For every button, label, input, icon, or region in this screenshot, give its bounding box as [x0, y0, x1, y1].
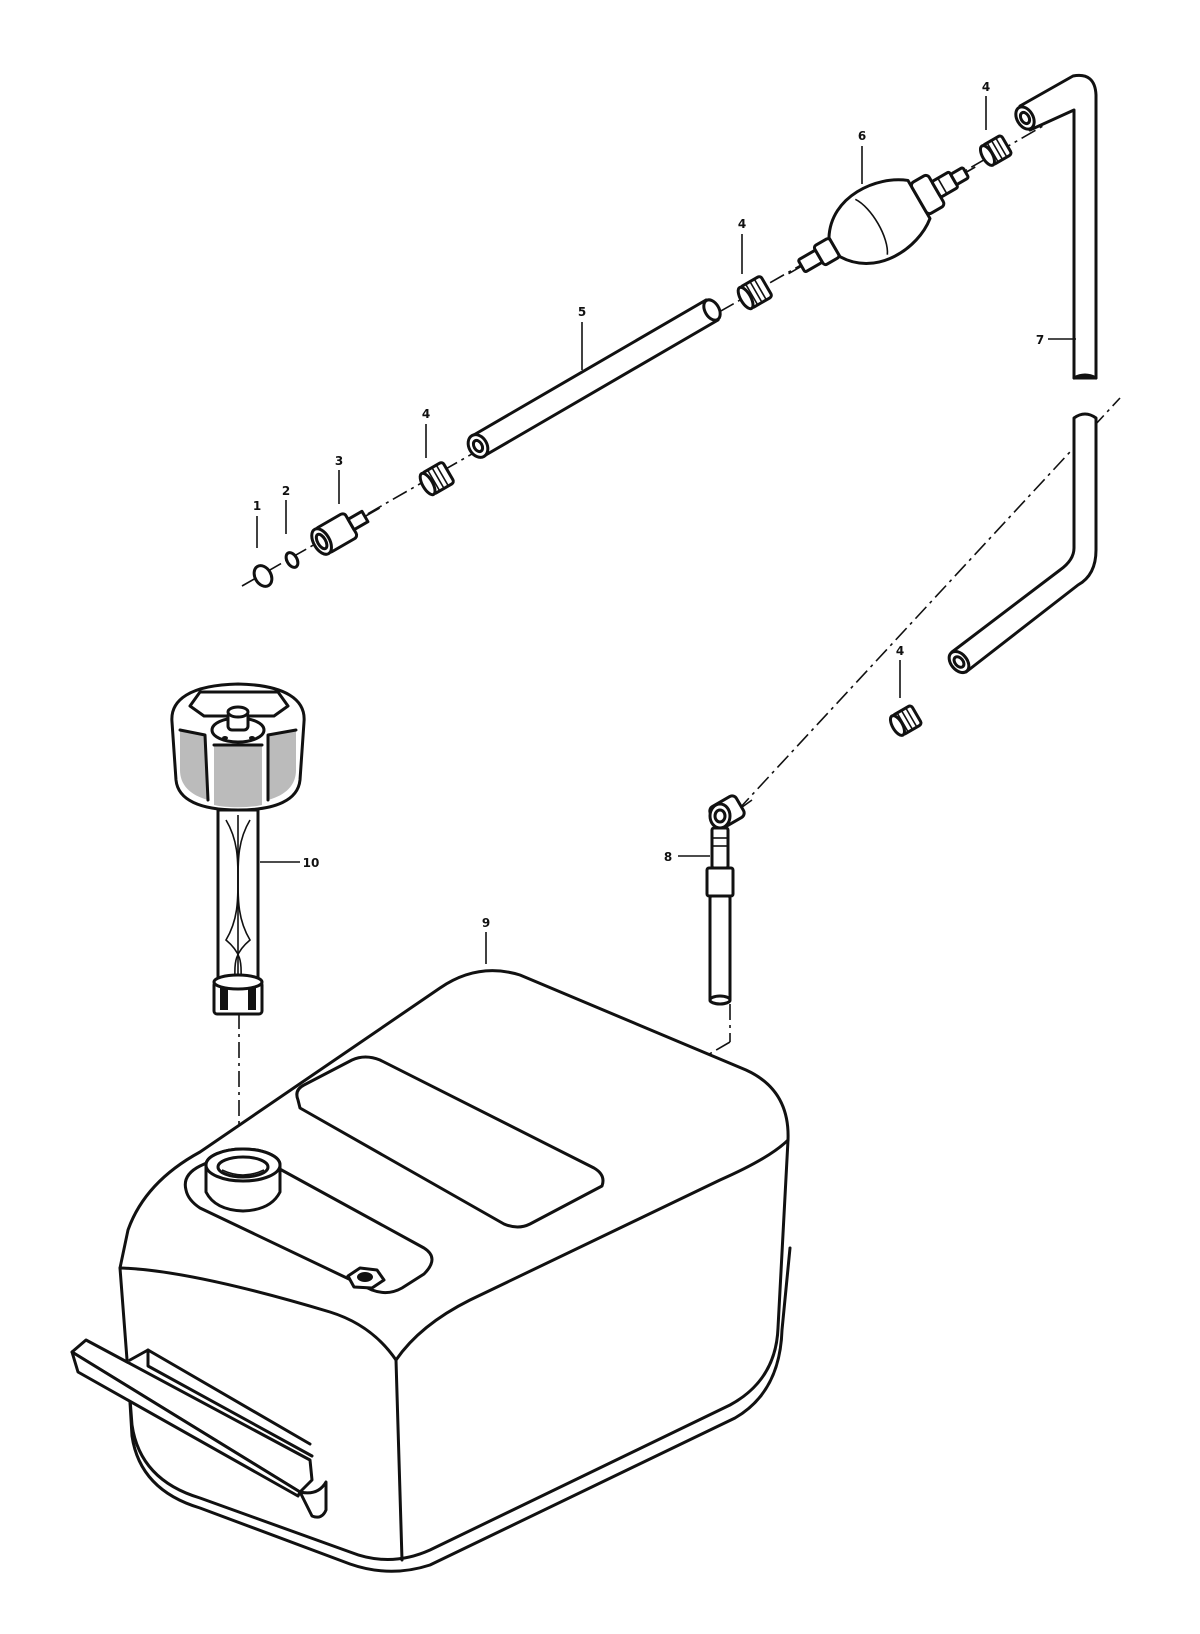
- callout-4-c: 4: [982, 80, 990, 94]
- callout-10: 10: [303, 856, 320, 870]
- callout-5: 5: [578, 305, 586, 319]
- callout-4-a: 4: [422, 407, 430, 421]
- callout-1: 1: [253, 499, 261, 513]
- primer-bulb: [788, 166, 976, 275]
- fuel-pickup-tube: [705, 794, 753, 1006]
- hose-clamp-4: [888, 704, 923, 737]
- callout-8: 8: [664, 850, 672, 864]
- o-ring-large: [252, 564, 274, 588]
- callout-9: 9: [482, 916, 490, 930]
- callout-6: 6: [858, 129, 866, 143]
- fuel-tank: [70, 969, 792, 1573]
- fuel-hose-short: [466, 298, 722, 459]
- callout-labels: 1 2 3 4 4 4 4 5 6 7 8 9 10: [253, 80, 1044, 930]
- hose-clamp-2: [736, 275, 773, 311]
- callout-2: 2: [282, 484, 290, 498]
- callout-leaders: [256, 96, 1076, 964]
- hose-clamp-3: [978, 134, 1013, 167]
- callout-4-d: 4: [896, 644, 904, 658]
- hose-clamp-1: [418, 461, 455, 497]
- fuel-connector: [310, 507, 381, 556]
- fuel-hose-long: [947, 73, 1098, 675]
- callout-7: 7: [1036, 333, 1044, 347]
- fuel-gauge-cap: [170, 682, 306, 1016]
- callout-3: 3: [335, 454, 343, 468]
- o-ring-small: [284, 551, 300, 569]
- callout-4-b: 4: [738, 217, 746, 231]
